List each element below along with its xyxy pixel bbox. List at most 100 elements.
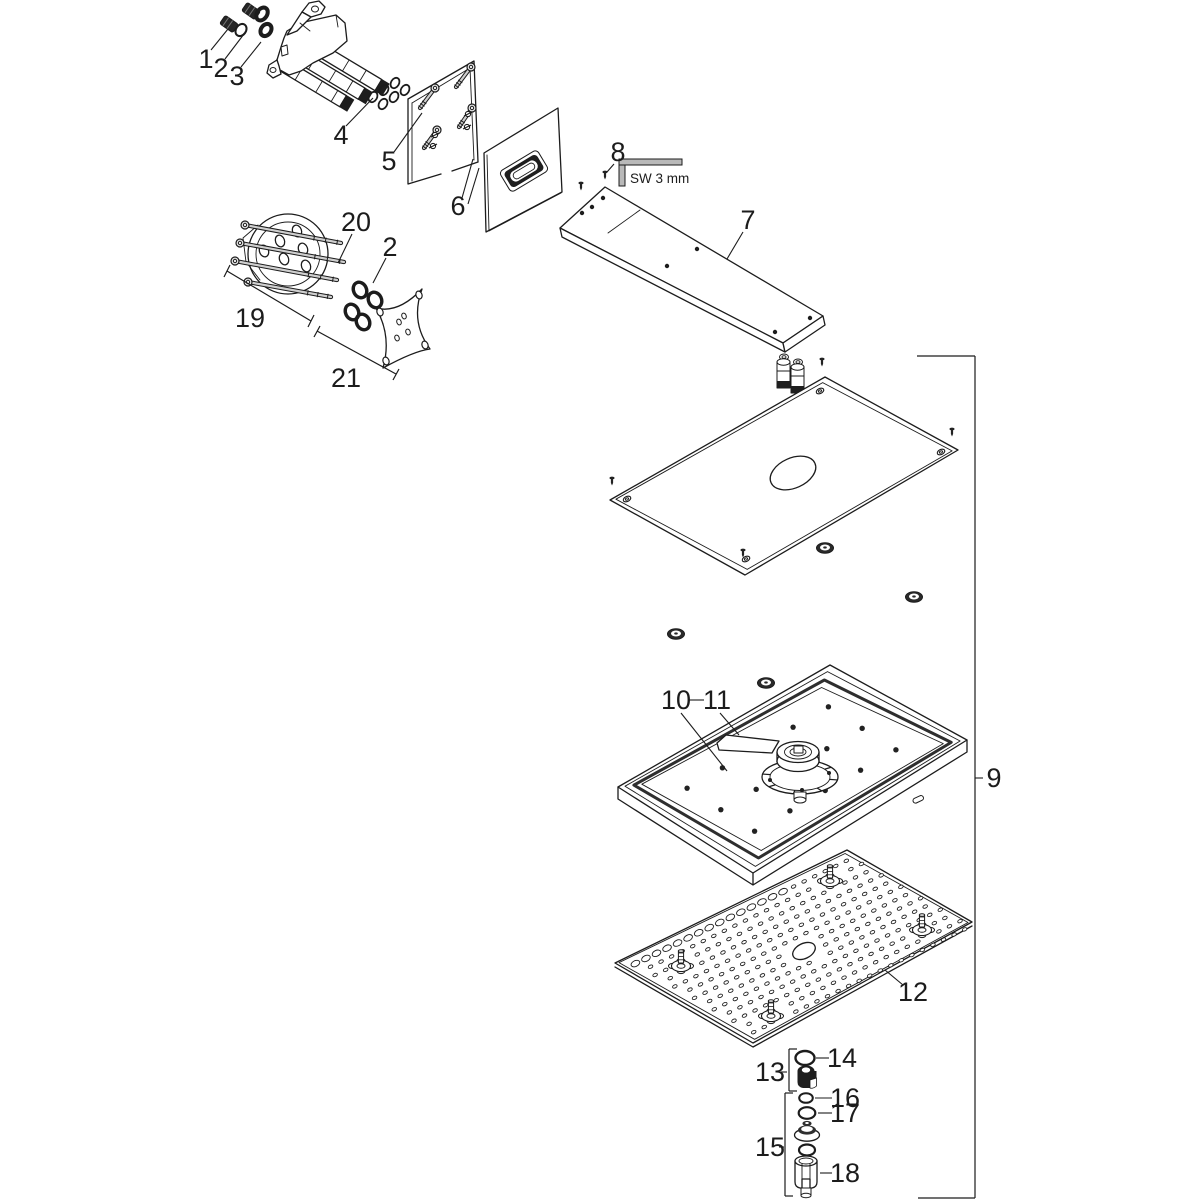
spray-hole [931,920,938,926]
spray-hole [872,960,879,965]
rubber-washers [667,542,923,689]
spray-hole [731,1018,737,1023]
spray-mount [817,864,843,890]
manifold-screw [235,238,347,265]
leader-4 [345,97,374,127]
spray-hole [793,1009,799,1014]
spray-hole [726,936,732,942]
spray-hole [795,892,801,898]
spray-hole [723,980,729,985]
panel-corner-hole [743,557,749,561]
spray-hole [850,918,856,924]
spray-hole [699,960,705,965]
oring [377,97,389,111]
mounting-plate [407,60,479,185]
star-bracket [375,288,431,369]
spray-hole [749,978,755,983]
spray-hole [843,858,850,864]
spray-hole [761,951,767,956]
spray-hole [763,908,770,913]
spray-hole [896,906,903,911]
oring [389,76,401,90]
manifold-screw [240,220,344,246]
panel-corner-hole [624,497,630,501]
rubber-washer [757,677,775,689]
spray-hole [682,979,689,984]
callout-2: 2 [213,53,228,83]
spray-hole [753,913,759,918]
spray-hole [875,916,882,922]
spray-hole [851,896,857,902]
spray-hole [714,918,725,927]
spray-hole [794,987,800,993]
panel-corner-hole [817,389,823,393]
spray-hole [842,953,849,959]
manifold-assembly [230,213,347,300]
callout-9: 9 [986,763,1001,793]
spray-hole [757,921,764,926]
spray-hole [724,958,731,963]
spray-hole [662,967,669,973]
frame-dot [893,747,899,753]
oring-thick [351,280,369,300]
body-frame [617,664,968,886]
arm-connectors [776,353,805,394]
spray-hole [755,964,761,970]
spray-hole [830,907,836,912]
spray-hole [693,929,704,937]
oring-17 [797,1106,817,1120]
spray-hole [846,888,853,894]
tiny-screw [609,476,615,486]
spray-hole [778,911,785,916]
spray-hole [863,870,869,875]
callout-4: 4 [333,120,348,150]
tiny-screw [602,170,608,180]
star-center-hole [396,318,402,326]
spray-hole [785,971,791,976]
oring-thick [343,302,361,322]
spray-hole [836,967,843,972]
cover-plate-opening [499,150,549,192]
spray-hole [848,940,855,945]
oring-set-2 [343,280,384,332]
spray-mount [668,949,694,975]
arm-hole [772,329,778,335]
spray-hole [697,982,704,987]
spray-hole [767,893,778,901]
spray-hole [779,984,785,989]
fixing-screws [578,170,955,558]
spray-hole [855,905,862,910]
oring-thick [366,290,384,310]
bracket-19 [223,264,231,278]
spray-hole [641,954,651,963]
leader-6 [461,158,474,199]
oring [378,83,390,97]
callout-15: 15 [755,1132,785,1162]
spray-plate-mounts [668,864,935,1025]
spray-hole [798,922,805,927]
spray-hole [771,946,778,951]
spray-nozzle-holes [630,858,968,1035]
spray-hole [746,1021,752,1027]
spray-hole [806,960,812,966]
panel-corner-hole [936,448,946,456]
spray-hole [830,980,837,985]
spray-hole [898,958,905,963]
spray-hole [750,956,756,961]
spray-hole [822,942,829,947]
star-center-hole [401,312,407,320]
leader-11 [719,712,740,736]
frame-dot [718,806,724,813]
spray-hole [927,912,933,918]
spray-hole [854,926,861,932]
spray-hole [821,890,827,896]
rubber-washer [667,628,685,640]
spray-hole [940,937,947,942]
manifold-hole [274,234,286,248]
spray-hole [708,977,714,982]
spray-hole [783,919,789,924]
spray-hole [726,1010,733,1015]
spray-hole [902,892,909,898]
spray-hole [883,881,889,886]
allen-key: SW 3 mm [618,158,689,187]
